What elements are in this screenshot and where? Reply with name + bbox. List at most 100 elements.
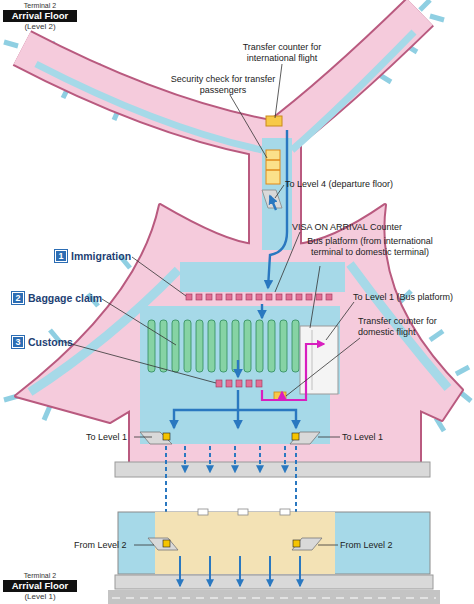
- exit-arrow: [209, 446, 211, 472]
- area-name: Baggage claim: [28, 292, 102, 304]
- flow-arrow: [261, 304, 263, 318]
- elevator-icon: [163, 540, 170, 547]
- platform-line: [312, 330, 313, 390]
- level1-notch: [198, 509, 208, 515]
- counter: [186, 294, 192, 300]
- leader-line: [286, 338, 360, 396]
- gate-stub: [4, 42, 18, 46]
- domestic-arrows: [262, 344, 324, 400]
- map-label: To Level 4 (departure floor): [285, 179, 465, 190]
- counter: [316, 294, 322, 300]
- carousel: [196, 320, 203, 372]
- flow-arrow: [270, 196, 276, 210]
- counter: [236, 294, 242, 300]
- exit-arrow: [284, 446, 286, 472]
- wing-fill: [275, 12, 420, 140]
- exit-arrow: [269, 556, 271, 586]
- gate-stub: [430, 16, 444, 20]
- callout-number: 1: [55, 250, 67, 262]
- flow-arrow: [268, 130, 287, 288]
- curb-strip: [115, 575, 433, 589]
- floor-name: Arrival Floor: [3, 10, 77, 22]
- body-fill: [16, 205, 462, 462]
- customs-counters: [216, 380, 262, 387]
- leader-line: [318, 545, 338, 546]
- exit-arrows: [180, 556, 300, 586]
- security-lane: [266, 169, 280, 171]
- carousel: [280, 320, 287, 372]
- terminal-name: Terminal 2: [3, 571, 77, 580]
- floor-header: Terminal 2Arrival Floor(Level 2): [3, 1, 77, 31]
- terminal-name: Terminal 2: [3, 1, 77, 10]
- leader-line: [275, 185, 284, 198]
- carousel: [244, 320, 251, 372]
- map-label: Security check for transfer passengers: [170, 74, 276, 95]
- level1-lobby: [155, 512, 335, 574]
- domestic-arrow: [262, 344, 324, 400]
- domestic-transfer-counter: [274, 392, 286, 400]
- callout-number: 2: [12, 292, 24, 304]
- exit-arrow: [209, 556, 211, 586]
- carousel: [160, 320, 167, 372]
- leader-line: [326, 302, 354, 340]
- floor-name: Arrival Floor: [3, 580, 77, 592]
- exit-arrow: [234, 446, 236, 472]
- area-name: Immigration: [71, 250, 131, 262]
- escalator: [292, 538, 322, 550]
- counter: [196, 294, 202, 300]
- exit-arrow: [179, 556, 181, 586]
- leader-line: [102, 299, 176, 345]
- leader-line: [275, 232, 300, 292]
- map-label: Transfer counter for domestic flight: [358, 316, 458, 337]
- map-label: VISA ON ARRIVAL Counter: [292, 222, 452, 233]
- leader-line: [134, 437, 152, 438]
- corridors: [30, 32, 448, 444]
- counter: [206, 294, 212, 300]
- elevator-icon: [292, 433, 299, 440]
- counter: [266, 294, 272, 300]
- escalator: [140, 432, 172, 444]
- counter: [256, 380, 262, 387]
- leader-line: [318, 437, 340, 438]
- exit-arrow: [299, 556, 301, 586]
- elevator-icon: [293, 540, 300, 547]
- exit-arrow: [184, 446, 186, 472]
- map-label: Bus platform (from international termina…: [304, 236, 436, 257]
- flow-arrow: [238, 410, 296, 428]
- floor-header: Terminal 2Arrival Floor(Level 1): [3, 571, 77, 601]
- counter: [296, 294, 302, 300]
- escalator: [148, 538, 178, 550]
- counter: [226, 380, 232, 387]
- transfer-counter: [266, 116, 282, 126]
- map-label: Transfer counter for international fligh…: [226, 42, 338, 63]
- carousel: [184, 320, 191, 372]
- flow-arrows: [174, 130, 296, 428]
- exit-hall: [140, 394, 330, 444]
- wing-outline: [275, 12, 420, 140]
- callout-number: 3: [12, 336, 24, 348]
- callout-box: 1 Immigration: [55, 250, 131, 262]
- gate-stub: [44, 406, 50, 420]
- callout-box: 2 Baggage claim: [12, 292, 102, 304]
- level1-notch: [280, 509, 290, 515]
- gate-stub: [430, 331, 443, 340]
- callout-box: 3 Customs: [12, 336, 73, 348]
- map-label: To Level 1: [86, 432, 146, 443]
- level-name: (Level 2): [3, 22, 77, 31]
- level1-notch: [238, 509, 248, 515]
- baggage-carousels: [148, 320, 299, 372]
- leader-line: [230, 95, 267, 158]
- map-label: From Level 2: [74, 540, 144, 551]
- exit-arrow: [239, 556, 241, 586]
- carousel: [292, 320, 299, 372]
- baggage-hall: [140, 306, 340, 394]
- area-name: Customs: [28, 336, 73, 348]
- counter: [236, 380, 242, 387]
- leader-lines: [64, 64, 360, 545]
- counter: [216, 380, 222, 387]
- immigration-band: [180, 292, 345, 302]
- wing-outline: [22, 48, 275, 140]
- gate-stub: [456, 367, 469, 374]
- counter: [256, 294, 262, 300]
